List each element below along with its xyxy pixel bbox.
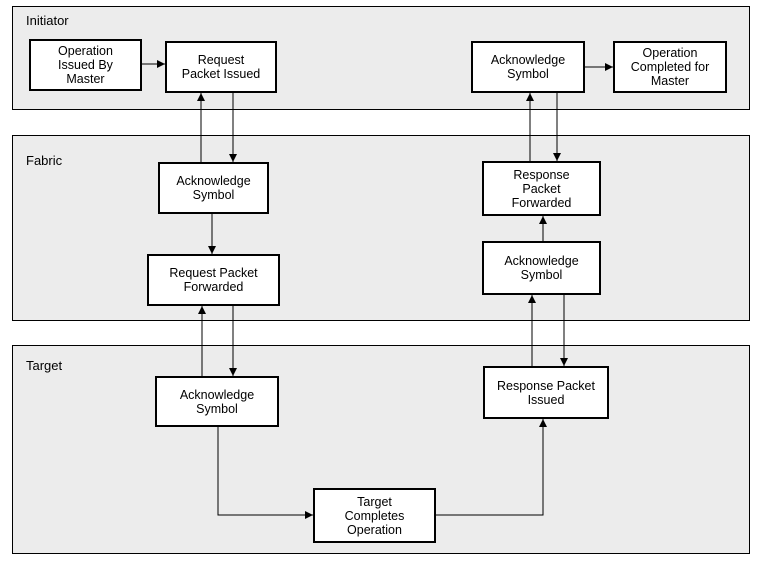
region-initiator-label: Initiator: [26, 13, 69, 28]
node-request-packet-forwarded-label: Request Packet Forwarded: [169, 266, 258, 294]
node-fabric-acknowledge-symbol-right: Acknowledge Symbol: [482, 241, 601, 295]
node-target-acknowledge-symbol-label: Acknowledge Symbol: [179, 387, 255, 416]
node-operation-issued-by-master-label: Operation Issued By Master: [58, 44, 113, 86]
node-operation-completed-for-master: Operation Completed for Master: [613, 41, 727, 93]
region-target-label: Target: [26, 358, 63, 373]
node-response-packet-issued-label: Response Packet Issued: [497, 378, 595, 407]
node-fabric-acknowledge-symbol-left: Acknowledge Symbol: [158, 162, 269, 214]
node-initiator-acknowledge-symbol: Acknowledge Symbol: [471, 41, 585, 93]
node-response-packet-issued: Response Packet Issued: [483, 366, 609, 419]
node-target-acknowledge-symbol: Acknowledge Symbol: [155, 376, 279, 427]
node-fabric-acknowledge-symbol-right-label: Acknowledge Symbol: [504, 254, 579, 282]
node-operation-issued-by-master: Operation Issued By Master: [29, 39, 142, 91]
node-request-packet-issued: Request Packet Issued: [165, 41, 277, 93]
node-request-packet-forwarded: Request Packet Forwarded: [147, 254, 280, 306]
node-response-packet-forwarded: Response Packet Forwarded: [482, 161, 601, 216]
node-target-completes-operation: Target Completes Operation: [313, 488, 436, 543]
arrow-completes-to-response-issued: [436, 419, 547, 516]
node-operation-completed-for-master-label: Operation Completed for Master: [630, 46, 710, 88]
node-target-completes-operation-label: Target Completes Operation: [344, 494, 405, 537]
region-fabric: Fabric: [12, 135, 750, 321]
node-request-packet-issued-label: Request Packet Issued: [181, 53, 261, 81]
arrow-target-ack-to-completes: [217, 427, 313, 519]
node-response-packet-forwarded-label: Response Packet Forwarded: [511, 167, 572, 210]
node-initiator-acknowledge-symbol-label: Acknowledge Symbol: [490, 53, 566, 81]
node-fabric-acknowledge-symbol-left-label: Acknowledge Symbol: [176, 174, 251, 202]
region-fabric-label: Fabric: [26, 153, 63, 168]
